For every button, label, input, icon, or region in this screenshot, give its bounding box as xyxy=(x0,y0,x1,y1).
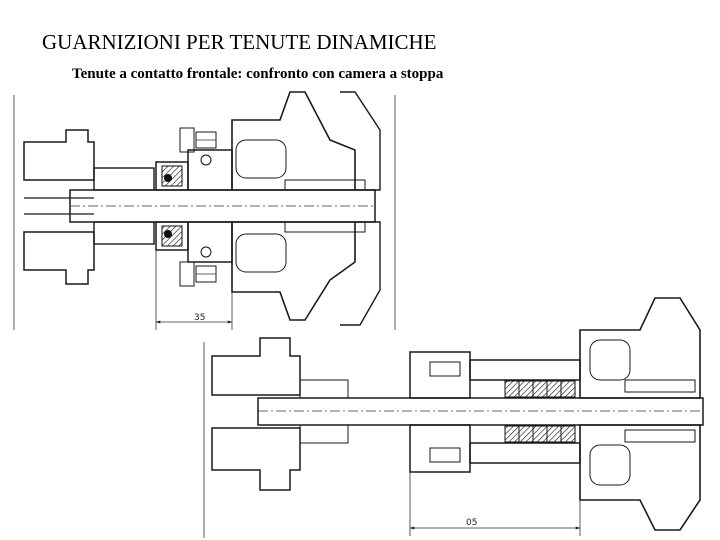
slide-subtitle: Tenute a contatto frontale: confronto co… xyxy=(72,66,444,82)
slide-title: GUARNIZIONI PER TENUTE DINAMICHE xyxy=(42,30,437,54)
upper-dimension-label: 35 xyxy=(194,313,205,323)
lower-section-drawing xyxy=(203,297,704,538)
lower-dimension-label: 05 xyxy=(466,518,477,528)
upper-section-drawing xyxy=(13,91,396,330)
